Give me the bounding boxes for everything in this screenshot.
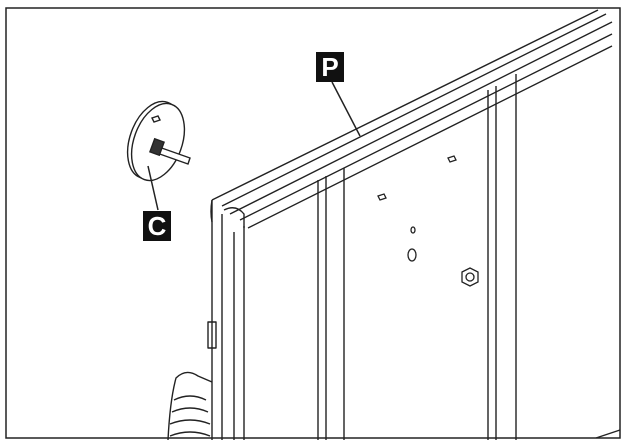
leader-lines [147,81,361,211]
leader-line-c [147,165,159,211]
mounting-peg-2 [377,193,387,201]
panel-top-edge-4 [239,33,613,221]
figure-border [5,7,621,439]
leader-line-p [331,81,361,137]
oval-hole [407,248,417,262]
cap-c [126,100,191,182]
hex-nut-hole [465,272,475,282]
cap-pin-collar [149,137,165,157]
panel-p [167,9,621,441]
cap-peg [151,115,161,123]
panel-top-edge-2 [221,13,607,207]
label-c: C [143,211,171,241]
panel-side-clip [207,321,217,349]
coil-pipe [167,371,213,441]
coil-turns [169,395,211,437]
small-hole [410,226,416,234]
panel-top-edge-outer [211,9,599,201]
panel-top-edge-3 [229,21,613,215]
panel-bottom-latch [595,429,621,439]
mounting-peg-1 [447,155,457,163]
panel-fasteners [377,155,479,287]
label-p: P [316,52,344,82]
panel-corner-inner [223,207,245,228]
panel-top-edge-5 [247,45,613,229]
